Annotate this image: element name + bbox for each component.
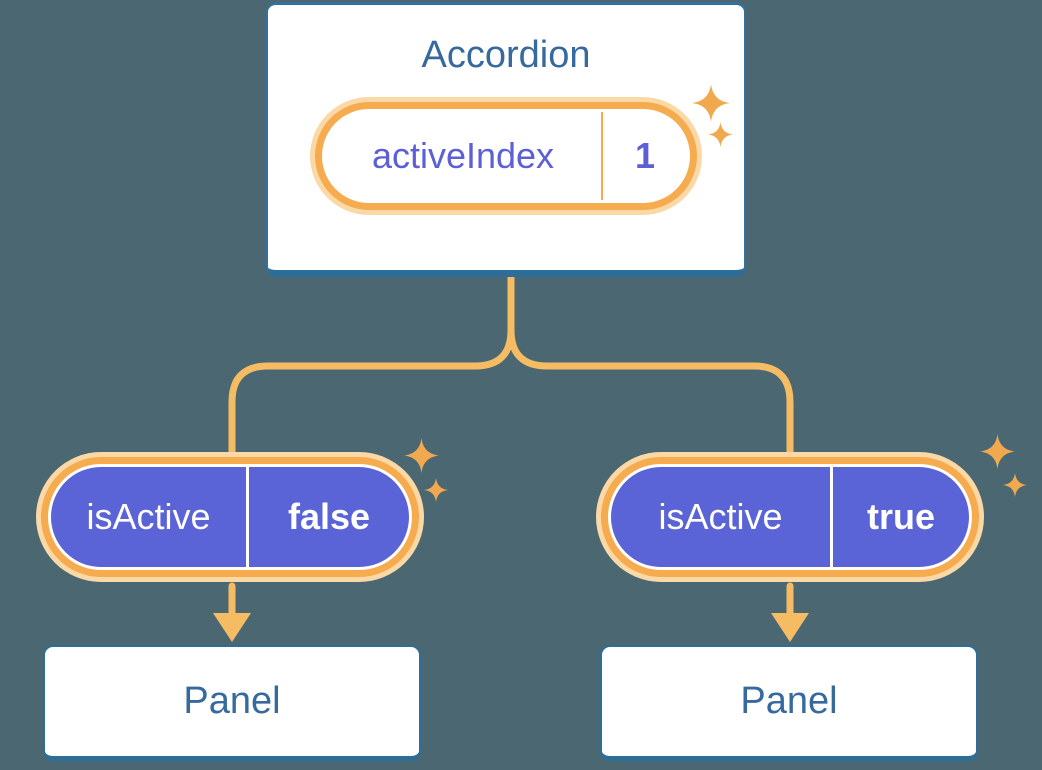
sparkle-icon xyxy=(980,434,1015,469)
panel-title: Panel xyxy=(183,680,281,722)
state-name: activeIndex xyxy=(371,135,555,176)
sparkle-icon xyxy=(404,438,439,473)
accordion-card: Accordion activeIndex 1 xyxy=(266,2,746,277)
panel-title: Panel xyxy=(740,680,838,722)
branch-line-left xyxy=(228,272,515,456)
pill-divider xyxy=(830,467,833,567)
sparkle-icon xyxy=(692,84,730,122)
state-value: 1 xyxy=(634,135,656,176)
sparkle-icon xyxy=(708,122,733,147)
branch-line-right xyxy=(507,272,794,456)
accordion-title: Accordion xyxy=(421,34,591,76)
arrow-down-icon xyxy=(771,613,809,642)
panel-card-left: Panel xyxy=(43,645,421,761)
prop-pill-isactive-true: isActive true xyxy=(596,452,984,582)
prop-value: false xyxy=(287,496,371,537)
panel-card-right: Panel xyxy=(600,645,978,761)
arrow-down-icon xyxy=(213,613,251,642)
prop-pill-isactive-false: isActive false xyxy=(36,452,424,582)
prop-name: isActive xyxy=(86,496,211,537)
state-pill-activeindex: activeIndex 1 xyxy=(310,97,702,215)
tree-branch-lines xyxy=(228,272,794,620)
sparkle-icon xyxy=(1003,473,1027,497)
prop-name: isActive xyxy=(658,496,783,537)
pill-divider xyxy=(246,467,249,567)
sparkle-icon xyxy=(424,478,448,502)
pill-divider xyxy=(601,112,603,200)
prop-value: true xyxy=(866,496,935,537)
